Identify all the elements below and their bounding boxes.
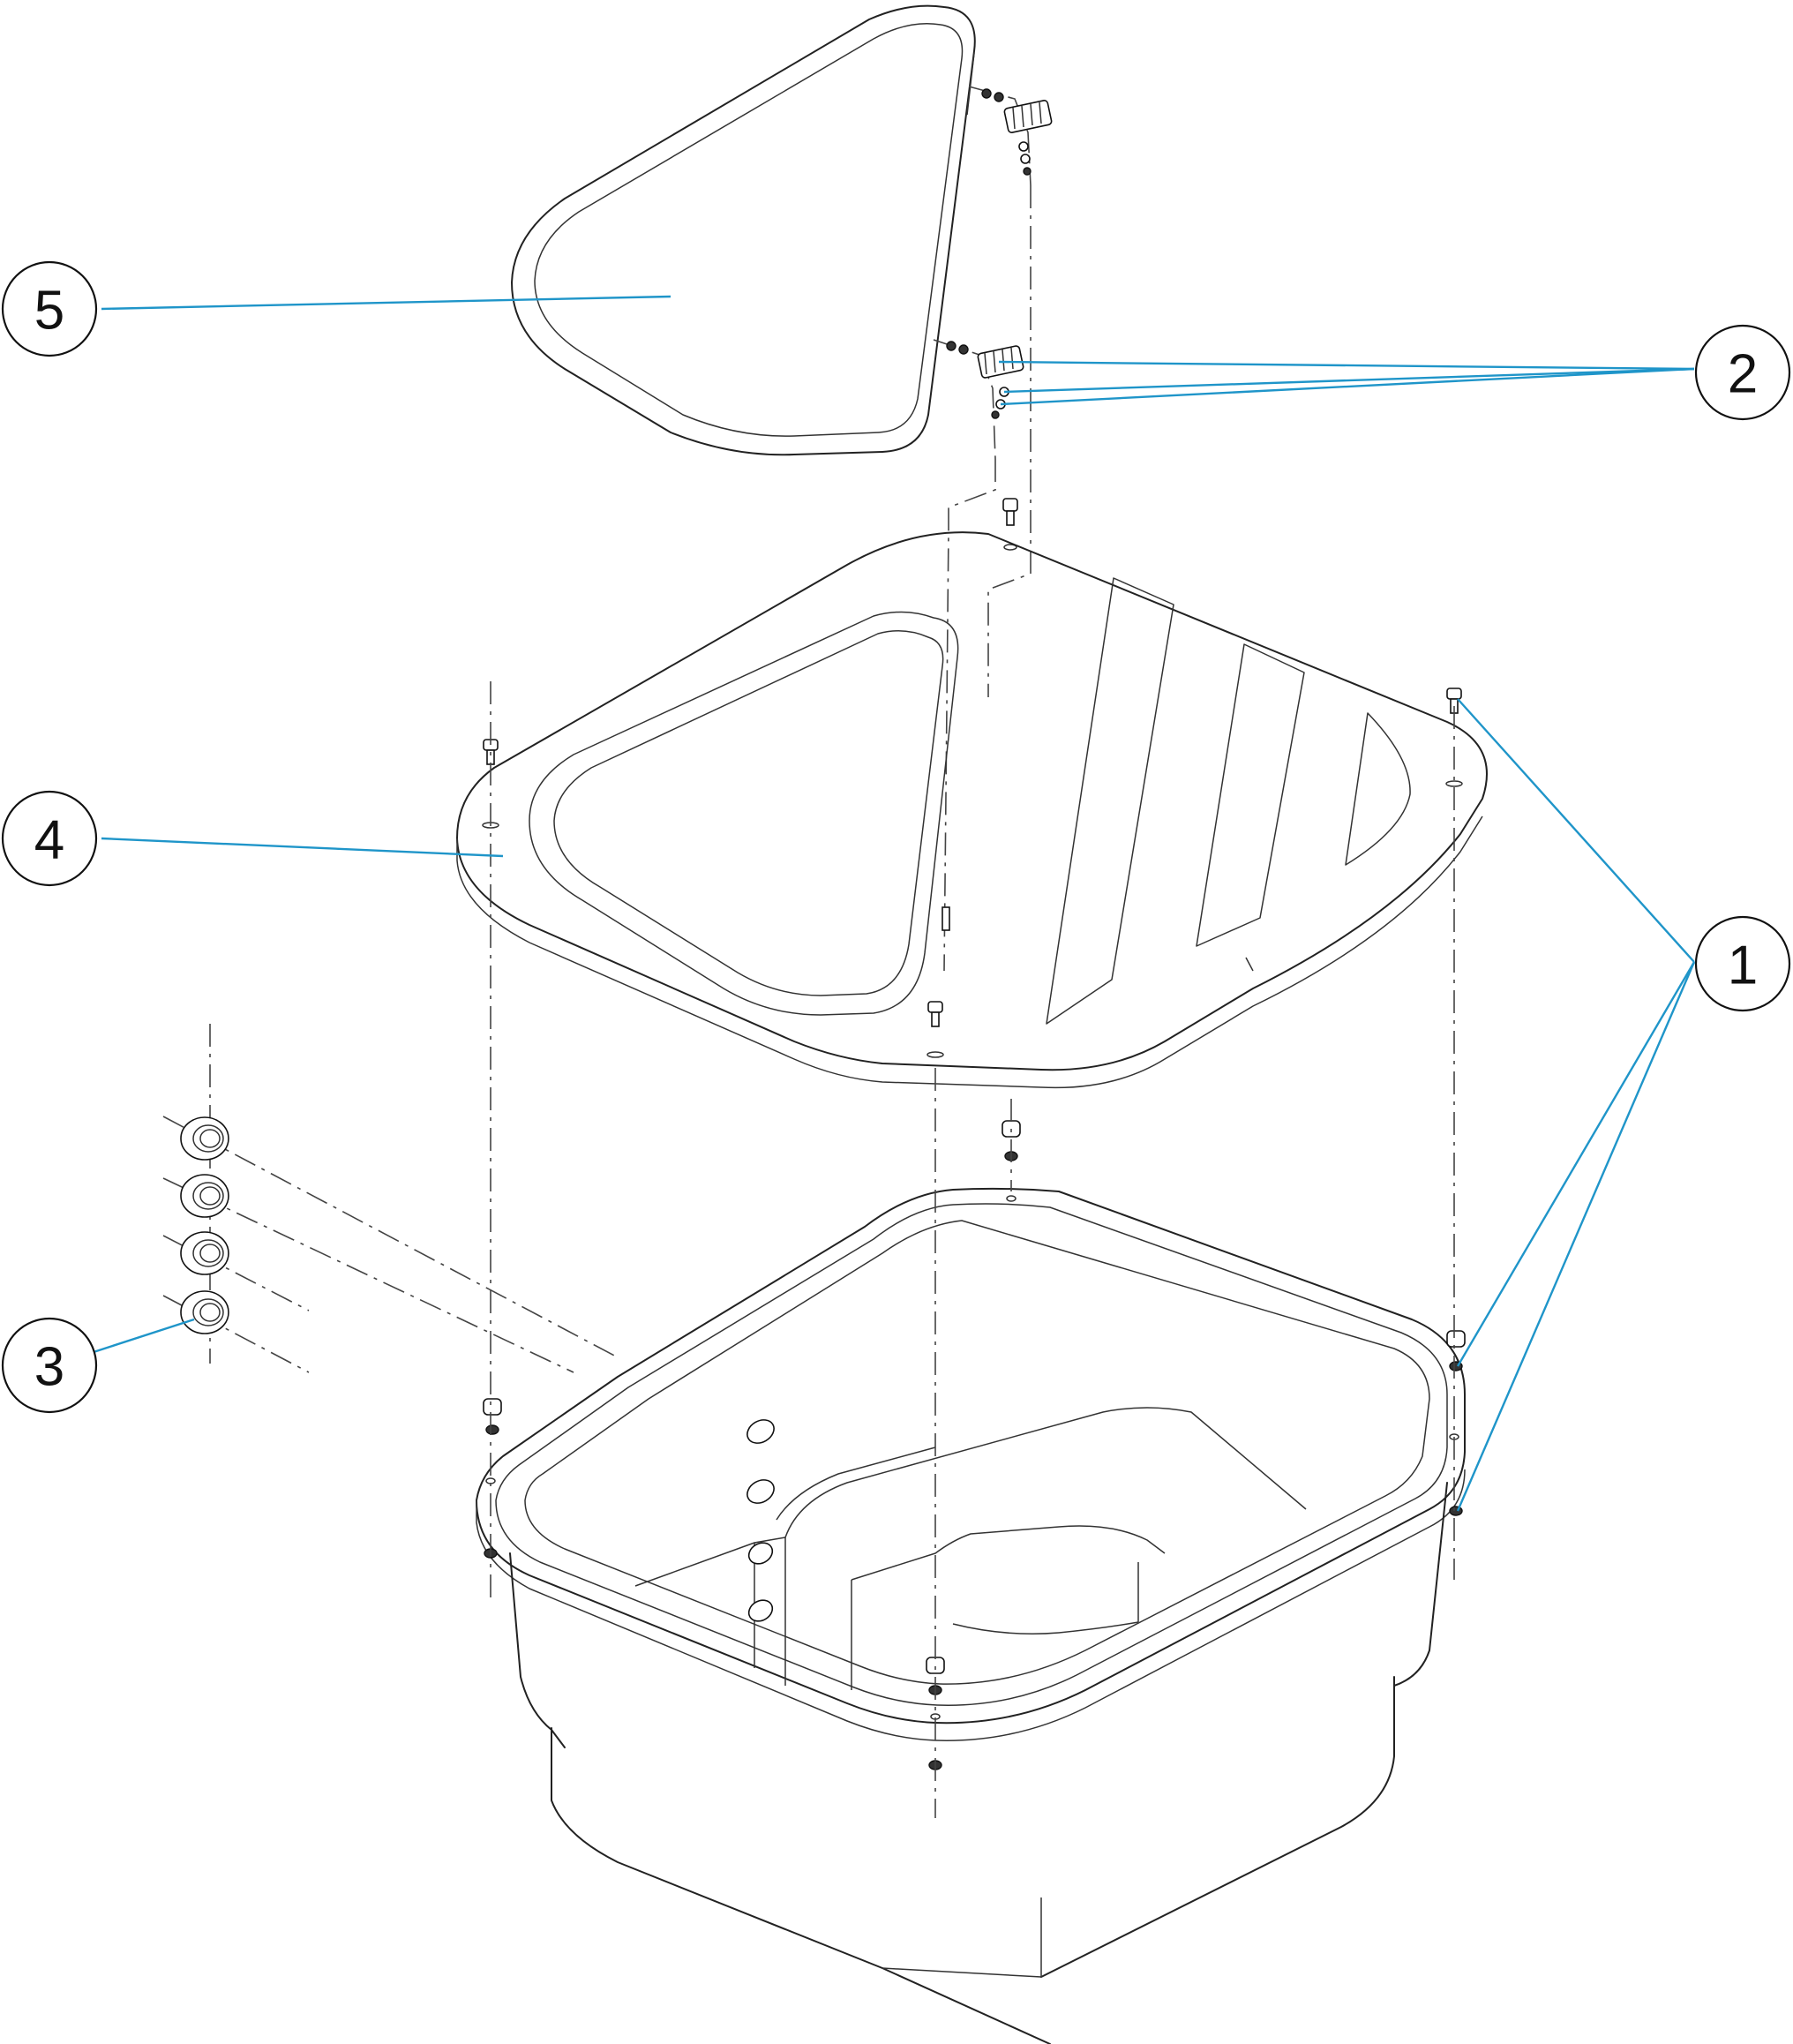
part-3-plugs <box>162 1024 619 1373</box>
leader-1c <box>1456 961 1696 1512</box>
plug-2 <box>180 1174 229 1218</box>
part-2-hinge-upper <box>968 86 1053 186</box>
callout-2-label: 2 <box>1728 344 1758 405</box>
body-insert-front <box>926 1657 945 1770</box>
part-5-lid <box>511 4 976 456</box>
plug-3 <box>180 1231 229 1275</box>
frame-screw-center <box>942 906 950 931</box>
callout-2: 2 <box>1694 324 1791 421</box>
leader-4 <box>101 837 504 858</box>
leader-3 <box>93 1318 195 1354</box>
callout-4-label: 4 <box>34 810 64 871</box>
callout-5-label: 5 <box>34 281 64 342</box>
part-2-hinge-lower <box>933 339 1024 460</box>
leader-lines <box>93 295 1696 1512</box>
body-insert-left <box>483 1398 502 1559</box>
leader-1a <box>1457 698 1695 963</box>
callout-1: 1 <box>1694 915 1791 1012</box>
plug-1 <box>180 1116 229 1161</box>
callout-3-label: 3 <box>34 1337 64 1398</box>
callout-3: 3 <box>1 1317 98 1414</box>
callout-1-label: 1 <box>1728 936 1758 996</box>
frame-screw-front <box>927 1001 944 1058</box>
callout-4: 4 <box>1 790 98 887</box>
leader-5 <box>101 295 671 311</box>
skimmer-body <box>476 1187 1466 2044</box>
leader-1b <box>1456 961 1696 1367</box>
part-4-frame <box>456 531 1488 1089</box>
plug-4 <box>180 1290 229 1334</box>
leader-2c <box>1000 367 1695 406</box>
frame-hinge-screw <box>1002 498 1018 551</box>
leader-2b <box>1003 367 1695 394</box>
leader-2a <box>998 360 1695 371</box>
callout-5: 5 <box>1 260 98 357</box>
